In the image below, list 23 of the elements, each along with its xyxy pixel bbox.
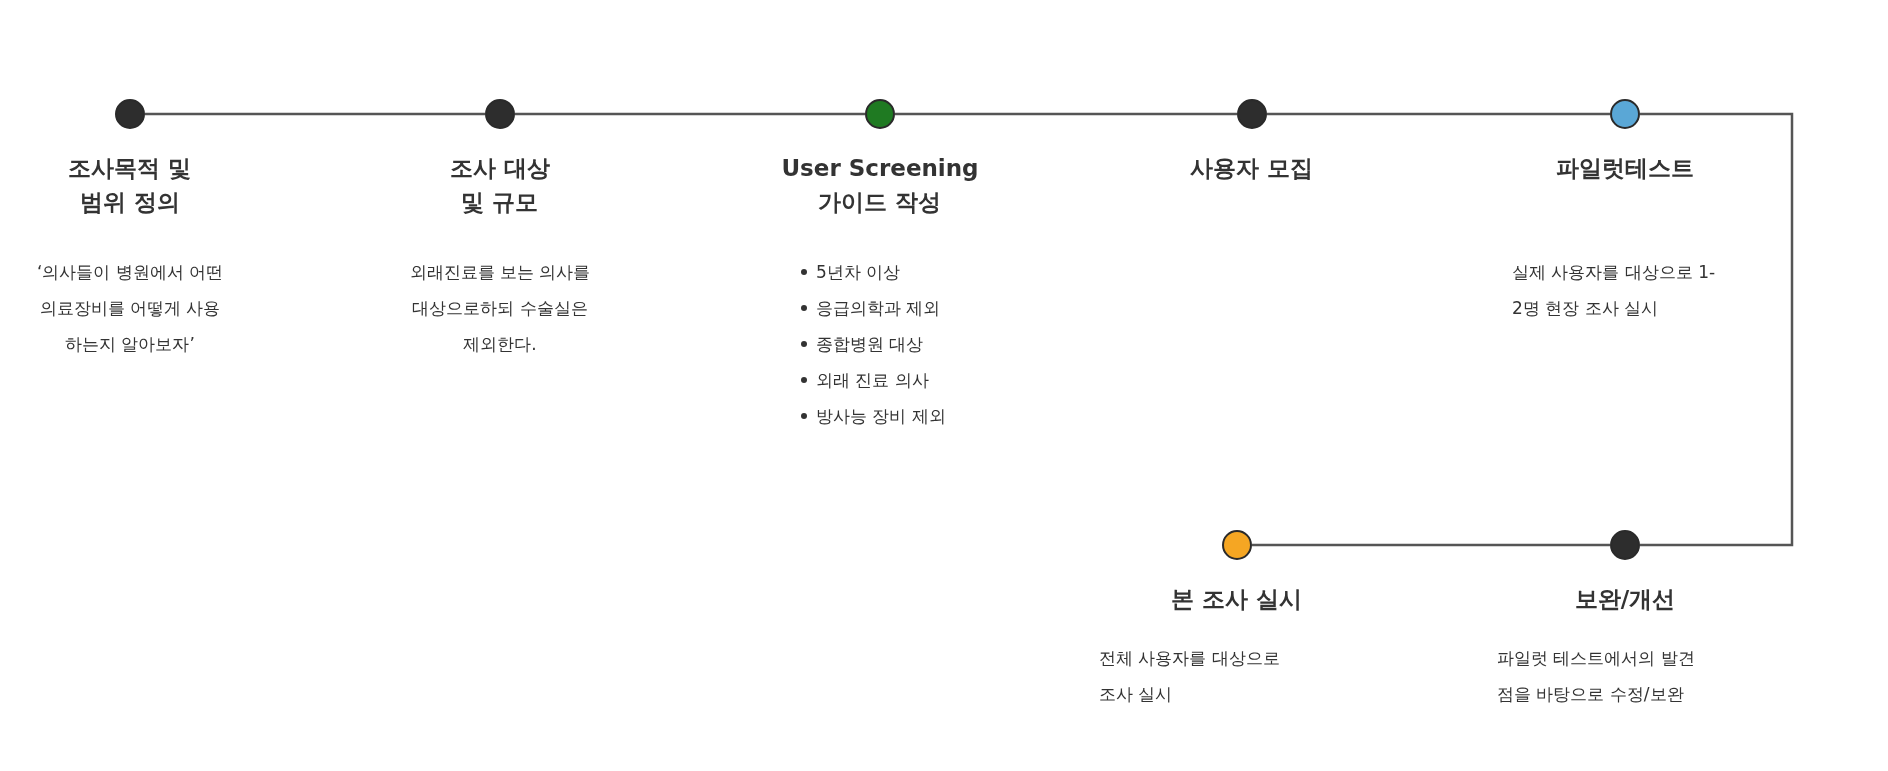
- step-heading: 파일럿테스트: [1555, 154, 1695, 183]
- bullet-item: 응급의학과 제외: [816, 297, 941, 320]
- bullet-item: 외래 진료 의사: [816, 369, 929, 392]
- connector-line: [1252, 543, 1610, 547]
- connector-line: [515, 112, 865, 116]
- connector-line: [145, 112, 485, 116]
- step-heading: User Screening 가이드 작성: [780, 154, 980, 217]
- step-heading: 조사 대상 및 규모: [449, 154, 551, 217]
- step-description: 외래진료를 보는 의사를 대상으로하되 수술실은 제외한다.: [408, 261, 592, 356]
- step-heading: 사용자 모집: [1189, 154, 1315, 183]
- bullet-item: 5년차 이상: [816, 261, 901, 284]
- connector-line: [895, 112, 1237, 116]
- connector-line: [1267, 112, 1610, 116]
- step-description: 전체 사용자를 대상으로 조사 실시: [1099, 647, 1281, 706]
- step-description: 파일럿 테스트에서의 발견 점을 바탕으로 수정/보완: [1497, 647, 1696, 706]
- bullet-item: 종합병원 대상: [816, 333, 924, 356]
- step-description: 실제 사용자를 대상으로 1-2명 현장 조사 실시: [1512, 261, 1717, 320]
- step-heading: 본 조사 실시: [1170, 585, 1304, 614]
- connector-line: [1640, 112, 1794, 547]
- bullet-item: 방사능 장비 제외: [816, 405, 946, 428]
- step-heading: 조사목적 및 범위 정의: [67, 154, 193, 217]
- step-heading: 보완/개선: [1573, 585, 1677, 614]
- step-description: ‘의사들이 병원에서 어떤 의료장비를 어떻게 사용 하는지 알아보자’: [35, 261, 225, 356]
